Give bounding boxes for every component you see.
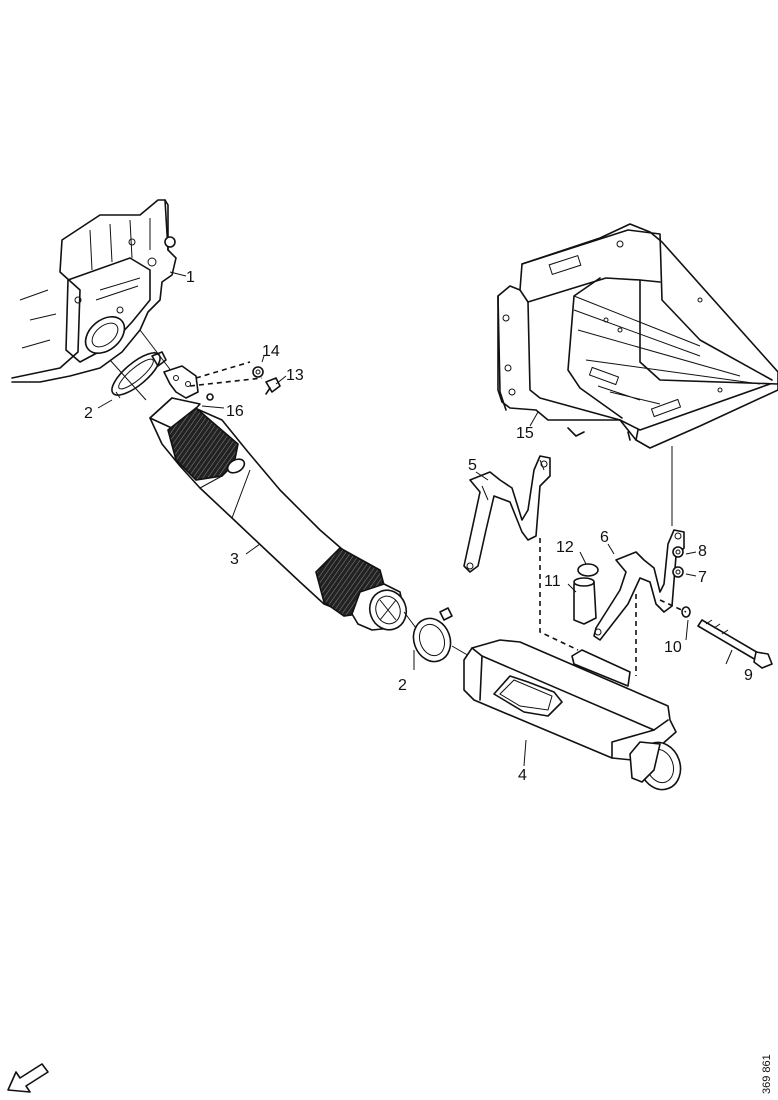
- part-cap-12: [577, 563, 599, 577]
- callout-3: 3: [230, 551, 239, 568]
- part-silencer: [463, 639, 682, 791]
- part-bracket-16: [163, 365, 214, 401]
- callout-7: 7: [698, 569, 707, 586]
- part-nut-8: [672, 546, 684, 558]
- callout-6: 6: [600, 529, 609, 546]
- callout-15: 15: [516, 425, 534, 442]
- part-bracket-5: [463, 455, 551, 573]
- part-support-frame: [497, 223, 778, 449]
- callout-5: 5: [468, 457, 477, 474]
- callout-13: 13: [286, 367, 304, 384]
- callout-2-lower: 2: [398, 677, 407, 694]
- part-exhaust-pipe: [149, 397, 408, 631]
- part-stub-11: [573, 577, 597, 625]
- part-washer-7: [672, 566, 684, 578]
- drawing-reference-number: 369 861: [761, 1054, 773, 1094]
- callout-8: 8: [698, 543, 707, 560]
- callout-16: 16: [226, 403, 244, 420]
- callout-14: 14: [262, 343, 280, 360]
- callout-2-upper: 2: [84, 405, 93, 422]
- callout-10: 10: [664, 639, 682, 656]
- callout-9: 9: [744, 667, 753, 684]
- part-bolt-9: [697, 619, 773, 669]
- part-bracket-6: [593, 529, 685, 641]
- part-engine-outlet-housing: [11, 199, 177, 383]
- part-bolt-13: [265, 377, 281, 395]
- callout-11: 11: [544, 573, 561, 590]
- part-nut-14: [252, 366, 264, 378]
- callout-12: 12: [556, 539, 574, 556]
- part-clamp-upper: [111, 351, 167, 399]
- arrow-left-down-icon: [7, 1063, 49, 1093]
- part-clamp-lower: [412, 607, 453, 663]
- callout-4: 4: [518, 767, 527, 784]
- callout-1: 1: [186, 269, 195, 286]
